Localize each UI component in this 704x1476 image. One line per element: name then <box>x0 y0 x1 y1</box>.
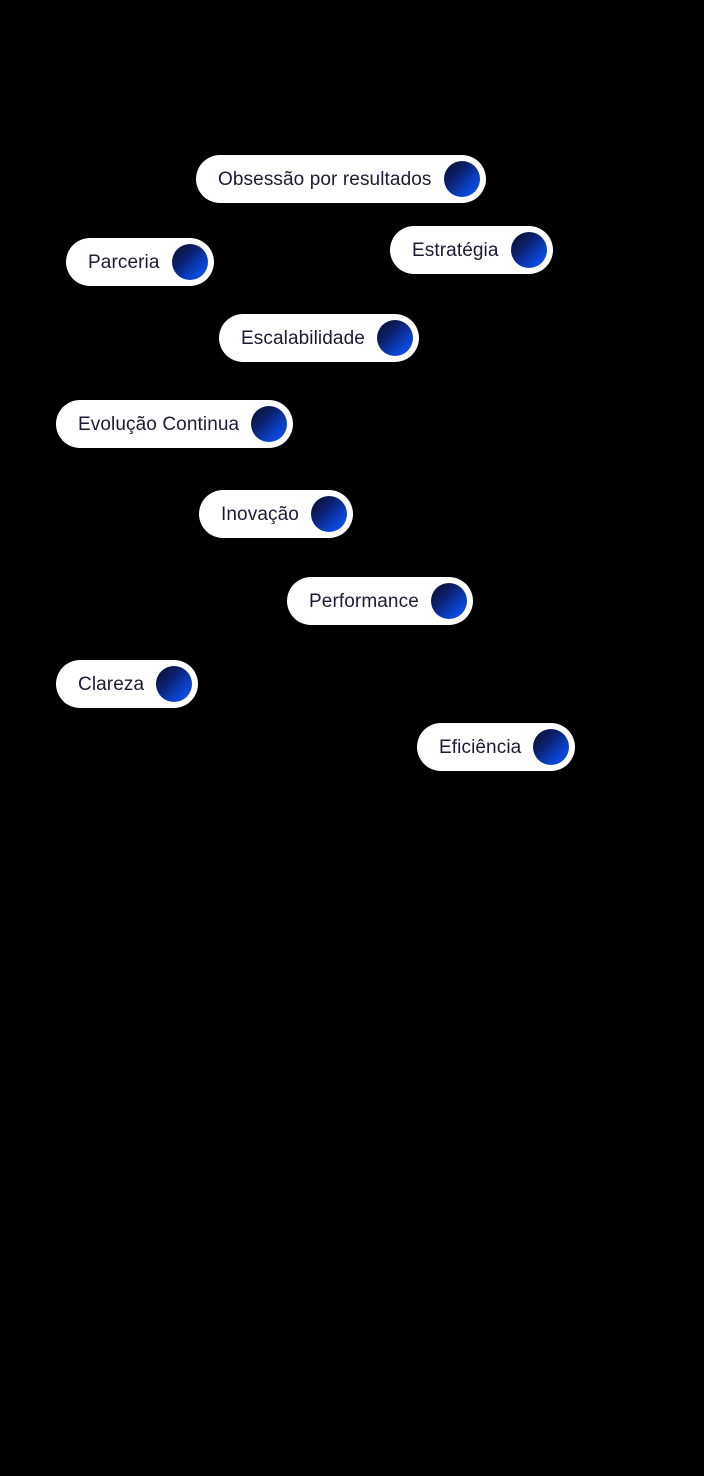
gradient-circle-icon <box>156 666 193 702</box>
gradient-circle-icon <box>510 232 547 268</box>
value-pill-parceria[interactable]: Parceria <box>66 238 214 286</box>
value-pill-escalabilidade[interactable]: Escalabilidade <box>219 314 419 362</box>
gradient-circle-icon <box>310 496 347 532</box>
value-pill-label: Parceria <box>88 251 160 273</box>
value-pill-clareza[interactable]: Clareza <box>56 660 199 708</box>
gradient-circle-icon <box>251 406 288 442</box>
value-pill-label: Evolução Continua <box>78 413 240 435</box>
value-pill-estrategia[interactable]: Estratégia <box>390 226 553 274</box>
gradient-circle-icon <box>443 161 480 197</box>
value-pill-label: Eficiência <box>439 736 522 758</box>
value-pill-performance[interactable]: Performance <box>287 577 473 625</box>
value-pill-evolucao-continua[interactable]: Evolução Continua <box>56 400 294 448</box>
gradient-circle-icon <box>171 244 208 280</box>
value-pill-label: Estratégia <box>412 239 499 261</box>
value-pill-inovacao[interactable]: Inovação <box>199 490 353 538</box>
value-pill-label: Inovação <box>221 503 299 525</box>
gradient-circle-icon <box>430 583 467 619</box>
gradient-circle-icon <box>376 320 413 356</box>
value-pill-label: Escalabilidade <box>241 327 365 349</box>
value-pill-label: Obsessão por resultados <box>218 168 432 190</box>
gradient-circle-icon <box>533 729 570 765</box>
value-pill-obsessao-por-resultados[interactable]: Obsessão por resultados <box>196 155 486 203</box>
value-pill-label: Performance <box>309 590 419 612</box>
value-pill-eficiencia[interactable]: Eficiência <box>417 723 576 771</box>
value-pill-label: Clareza <box>78 673 145 695</box>
